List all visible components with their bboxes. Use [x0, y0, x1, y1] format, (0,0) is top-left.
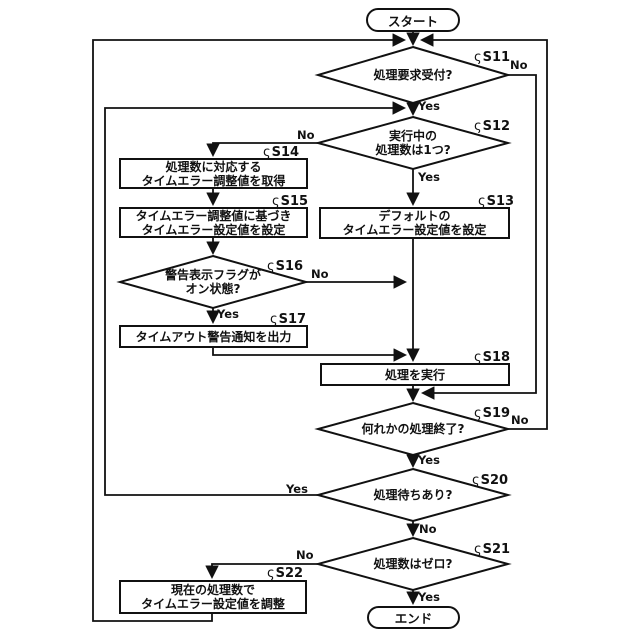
edge-label-s19-no: No — [511, 413, 529, 427]
step-label-s16: ςS16 — [267, 259, 303, 274]
node-s22-box: 現在の処理数で タイムエラー設定値を調整 — [119, 580, 307, 614]
step-id-s11: S11 — [482, 50, 511, 65]
node-s12-text-line1: 実行中の — [388, 129, 437, 143]
node-s15-text-line2: タイムエラー設定値を設定 — [141, 222, 286, 237]
step-id-s14: S14 — [271, 145, 300, 160]
step-label-s22: ςS22 — [267, 566, 303, 581]
node-s22-text-line1: 現在の処理数で — [170, 583, 255, 597]
edge-label-s12-no: No — [297, 128, 315, 142]
node-s11-diamond — [314, 45, 512, 105]
leader-squiggle: ς — [263, 145, 271, 160]
step-id-s16: S16 — [275, 259, 304, 274]
step-label-s19: ςS19 — [474, 406, 510, 421]
edge-label-s19-yes: Yes — [418, 453, 440, 467]
leader-squiggle: ς — [270, 312, 278, 327]
node-s16-diamond — [116, 254, 310, 310]
step-label-s14: ςS14 — [263, 145, 299, 160]
edge-label-s11-yes: Yes — [418, 99, 440, 113]
node-s12-diamond — [314, 115, 512, 171]
leader-squiggle: ς — [474, 542, 482, 557]
leader-squiggle: ς — [474, 50, 482, 65]
edge-label-s16-yes: Yes — [217, 307, 239, 321]
step-id-s18: S18 — [482, 350, 511, 365]
edge-s12-no — [206, 142, 318, 158]
node-s16-text-line1: 警告表示フラグが — [164, 268, 262, 282]
node-s16-text-line2: オン状態? — [185, 282, 241, 296]
node-s14-box: 処理数に対応する タイムエラー調整値を取得 — [119, 158, 308, 189]
step-label-s21: ςS21 — [474, 542, 510, 557]
node-s13-text-line1: デフォルトの — [378, 209, 451, 223]
node-s13-text-line2: タイムエラー設定値を設定 — [342, 223, 487, 237]
step-id-s17: S17 — [278, 312, 307, 327]
edge-label-s20-yes: Yes — [286, 482, 308, 496]
step-id-s21: S21 — [482, 542, 511, 557]
node-s14-text-line2: タイムエラー調整値を取得 — [141, 173, 286, 188]
node-s11-text: 処理要求受付? — [373, 68, 453, 82]
node-s21-text: 処理数はゼロ? — [373, 557, 453, 571]
node-s19-diamond — [314, 401, 512, 457]
step-label-s13: ςS13 — [478, 194, 514, 209]
leader-squiggle: ς — [267, 259, 275, 274]
step-id-s22: S22 — [275, 566, 304, 581]
step-label-s15: ςS15 — [272, 194, 308, 209]
leader-squiggle: ς — [478, 194, 486, 209]
step-id-s15: S15 — [280, 194, 309, 209]
node-s14-text-line1: 処理数に対応する — [165, 159, 262, 174]
node-s20-diamond — [314, 467, 512, 523]
edge-label-s11-no: No — [510, 58, 528, 72]
leader-squiggle: ς — [474, 119, 482, 134]
step-id-s13: S13 — [486, 194, 515, 209]
edge-s17-merge — [212, 347, 408, 362]
node-s20-text: 処理待ちあり? — [373, 488, 453, 502]
step-label-s20: ςS20 — [472, 473, 508, 488]
node-s21-diamond — [314, 536, 512, 592]
edge-s19-no-feedback-top — [419, 33, 548, 430]
node-s18-box: 処理を実行 — [320, 363, 510, 386]
node-s17-text-line1: タイムアウト警告通知を出力 — [135, 329, 292, 344]
node-s18-text-line1: 処理を実行 — [384, 367, 445, 382]
edge-label-s12-yes: Yes — [418, 170, 440, 184]
node-s12-text: 実行中の 処理数は1つ? — [375, 129, 450, 157]
step-id-s19: S19 — [482, 406, 511, 421]
edge-label-s21-no: No — [296, 548, 314, 562]
step-label-s11: ςS11 — [474, 50, 510, 65]
node-s16-text: 警告表示フラグが オン状態? — [165, 268, 261, 296]
node-s22-text-line2: タイムエラー設定値を調整 — [141, 597, 285, 611]
node-s19-text: 何れかの処理終了? — [361, 422, 465, 436]
node-s15-text-line1: タイムエラー調整値に基づき — [135, 208, 292, 223]
edge-s22-feedback-top — [92, 33, 407, 622]
edge-label-s21-yes: Yes — [418, 590, 440, 604]
node-s12-text-line2: 処理数は1つ? — [375, 143, 451, 157]
step-label-s12: ςS12 — [474, 119, 510, 134]
edge-s11-no — [420, 74, 537, 400]
node-start: スタート — [366, 8, 460, 32]
leader-squiggle: ς — [267, 566, 275, 581]
edge-s20-yes-feedback — [104, 101, 407, 496]
node-s17-box: タイムアウト警告通知を出力 — [119, 325, 308, 348]
leader-squiggle: ς — [474, 350, 482, 365]
step-label-s17: ςS17 — [270, 312, 306, 327]
step-id-s20: S20 — [480, 473, 509, 488]
edge-s21-no — [205, 563, 318, 580]
edge-label-s16-no: No — [311, 267, 329, 281]
edge-label-s20-no: No — [419, 522, 437, 536]
node-s15-box: タイムエラー調整値に基づき タイムエラー設定値を設定 — [119, 207, 308, 238]
leader-squiggle: ς — [472, 473, 480, 488]
node-s13-box: デフォルトの タイムエラー設定値を設定 — [319, 207, 510, 239]
step-id-s12: S12 — [482, 119, 511, 134]
node-end: エンド — [367, 606, 460, 629]
leader-squiggle: ς — [474, 406, 482, 421]
leader-squiggle: ς — [272, 194, 280, 209]
step-label-s18: ςS18 — [474, 350, 510, 365]
